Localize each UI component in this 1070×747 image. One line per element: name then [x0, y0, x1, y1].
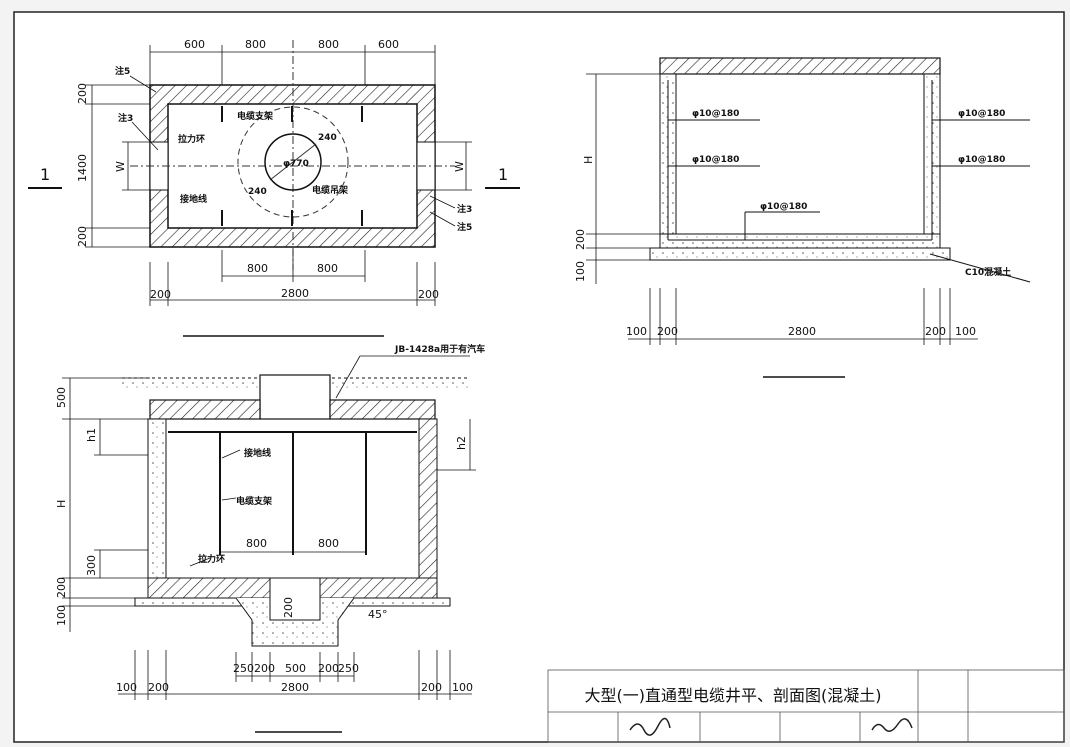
plan-section-mark-right: 1 — [498, 165, 508, 184]
right-concrete-label: C10混凝土 — [965, 266, 1011, 278]
left-angle-45: 45° — [368, 608, 388, 621]
left-section-view: JB-1428a用于有汽车 接地线 电缆支架 拉力环 800 800 200 4… — [55, 343, 485, 733]
plan-dim-top-2: 800 — [245, 38, 266, 51]
left-sump-dim-4: 200 — [318, 662, 339, 675]
right-dim-200: 200 — [574, 229, 587, 250]
right-dim-bottom-3: 2800 — [788, 325, 816, 338]
right-dim-bottom-2: 200 — [657, 325, 678, 338]
plan-dim-left-200a: 200 — [76, 83, 89, 104]
right-dim-bottom-1: 100 — [626, 325, 647, 338]
left-cable-bracket-label: 电缆支架 — [236, 495, 272, 507]
left-inner-dim-2: 800 — [318, 537, 339, 550]
plan-radius-1: 240 — [318, 133, 337, 143]
manhole-outer-circle — [237, 106, 349, 218]
plan-radius-2: 240 — [248, 187, 267, 197]
left-grounding-label: 接地线 — [244, 447, 271, 459]
left-inner-dim-1: 800 — [246, 537, 267, 550]
plan-dim-wall-left: 200 — [150, 288, 171, 301]
left-sump-200: 200 — [282, 597, 295, 618]
right-rebar-4: φ10@180 — [958, 155, 1005, 165]
left-jb-note: JB-1428a用于有汽车 — [394, 343, 485, 355]
plan-dim-top-4: 600 — [378, 38, 399, 51]
right-rebar-5: φ10@180 — [760, 202, 807, 212]
plan-cable-hanger-label: 电缆吊架 — [312, 184, 348, 196]
plan-w-left: W — [114, 161, 127, 172]
right-dim-100: 100 — [574, 261, 587, 282]
left-dim-bottom-2: 200 — [148, 681, 169, 694]
right-rebar-3: φ10@180 — [958, 109, 1005, 119]
drawing-title: 大型(一)直通型电缆井平、剖面图(混凝土) — [584, 686, 882, 705]
plan-dim-top-1: 600 — [184, 38, 205, 51]
plan-view: φ770 240 240 电缆支架 拉力环 接地线 电缆吊架 注5 注3 注3 … — [28, 38, 520, 337]
plan-dim-top-3: 800 — [318, 38, 339, 51]
plan-diameter: φ770 — [283, 159, 309, 169]
left-sump-dim-5: 250 — [338, 662, 359, 675]
plan-pull-ring-label: 拉力环 — [178, 133, 205, 145]
right-section-view: φ10@180 φ10@180 φ10@180 φ10@180 φ10@180 … — [574, 57, 1031, 378]
plan-note5-top: 注5 — [115, 65, 130, 77]
plan-note3-bottom: 注3 — [457, 203, 472, 215]
left-pull-ring-label: 拉力环 — [198, 553, 225, 565]
left-dim-bottom-4: 100 — [452, 681, 473, 694]
left-dim-bottom-1: 100 — [116, 681, 137, 694]
right-rebar-2: φ10@180 — [692, 155, 739, 165]
plan-note5-bottom: 注5 — [457, 221, 472, 233]
left-dim-500: 500 — [55, 387, 68, 408]
left-h2: h2 — [455, 436, 468, 450]
plan-dim-wall-right: 200 — [418, 288, 439, 301]
left-h1: h1 — [85, 428, 98, 442]
plan-dim-bottom-1: 800 — [247, 262, 268, 275]
plan-dim-total: 2800 — [281, 287, 309, 300]
title-block — [547, 669, 1065, 743]
left-sump-dim-2: 200 — [254, 662, 275, 675]
plan-note3-top: 注3 — [118, 112, 133, 124]
right-h-label: H — [582, 156, 595, 164]
left-dim-200: 200 — [55, 577, 68, 598]
manhole-inner-circle — [264, 133, 322, 191]
left-sump-dim-1: 250 — [233, 662, 254, 675]
plan-dim-bottom-2: 800 — [317, 262, 338, 275]
left-dim-300: 300 — [85, 555, 98, 576]
plan-dim-left-1400: 1400 — [76, 154, 89, 182]
left-dim-bottom-3: 200 — [421, 681, 442, 694]
left-h-label: H — [55, 500, 68, 508]
right-dim-bottom-4: 200 — [925, 325, 946, 338]
signature-2 — [871, 718, 913, 732]
left-dim-100: 100 — [55, 605, 68, 626]
plan-dim-left-200b: 200 — [76, 226, 89, 247]
plan-section-mark-left: 1 — [40, 165, 50, 184]
left-sump-dim-3: 500 — [285, 662, 306, 675]
plan-w-right: W — [453, 161, 466, 172]
plan-grounding-label: 接地线 — [180, 193, 207, 205]
left-dim-total: 2800 — [281, 681, 309, 694]
plan-cable-bracket-label: 电缆支架 — [237, 110, 273, 122]
right-rebar-1: φ10@180 — [692, 109, 739, 119]
signature-1 — [629, 717, 671, 736]
right-dim-bottom-5: 100 — [955, 325, 976, 338]
